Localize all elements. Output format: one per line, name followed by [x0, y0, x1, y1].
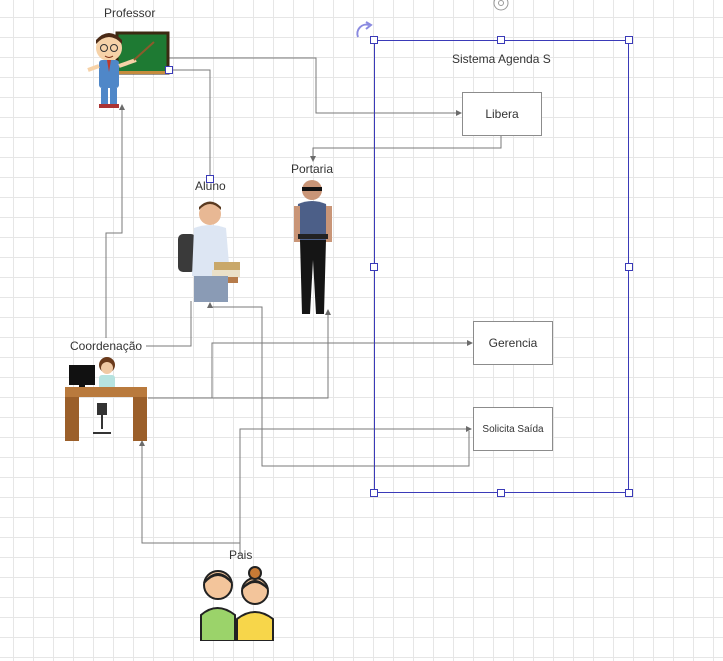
rotate-icon[interactable]: [353, 20, 373, 40]
usecase-gerencia-label: Gerencia: [488, 336, 538, 350]
connector-pais-solicita[interactable]: [239, 426, 472, 547]
connector-aluno-coordenacao[interactable]: [146, 301, 192, 347]
connector-coordenacao-gerencia[interactable]: [148, 340, 473, 399]
pais-actor-icon[interactable]: [197, 565, 277, 641]
actor-label-professor: Professor: [104, 6, 156, 20]
connector-coordenacao-portaria[interactable]: [148, 309, 331, 399]
resize-handle-ne[interactable]: [625, 36, 633, 44]
coordenacao-actor-icon[interactable]: [63, 355, 149, 445]
actor-label-aluno: Aluno: [195, 179, 226, 193]
settings-icon[interactable]: [492, 0, 510, 12]
actor-label-portaria: Portaria: [291, 162, 334, 176]
resize-handle-w[interactable]: [370, 263, 378, 271]
system-title: Sistema Agenda S: [452, 52, 551, 66]
resize-handle-sw[interactable]: [370, 489, 378, 497]
connector-handle-aluno[interactable]: [206, 175, 214, 183]
usecase-solicita-saida[interactable]: Solicita Saída: [473, 407, 553, 451]
connector-coordenacao-professor[interactable]: [105, 104, 125, 338]
actor-label-pais: Pais: [229, 548, 253, 562]
aluno-actor-icon[interactable]: [176, 200, 244, 304]
usecase-solicita-label: Solicita Saída: [482, 423, 544, 435]
resize-handle-n[interactable]: [497, 36, 505, 44]
connector-libera-portaria[interactable]: [310, 135, 502, 162]
resize-handle-nw[interactable]: [370, 36, 378, 44]
portaria-actor-icon[interactable]: [292, 178, 342, 318]
usecase-gerencia[interactable]: Gerencia: [473, 321, 553, 365]
connector-pais-coordenacao[interactable]: [139, 440, 241, 555]
resize-handle-e[interactable]: [625, 263, 633, 271]
resize-handle-se[interactable]: [625, 489, 633, 497]
connector-professor-libera[interactable]: [169, 57, 462, 116]
connector-solicita-aluno[interactable]: [207, 302, 470, 467]
actor-label-coordenacao: Coordenação: [70, 339, 143, 353]
resize-handle-s[interactable]: [497, 489, 505, 497]
connector-professor-aluno[interactable]: [169, 69, 211, 180]
connector-handle-professor[interactable]: [165, 66, 173, 74]
usecase-libera[interactable]: Libera: [462, 92, 542, 136]
usecase-libera-label: Libera: [485, 107, 519, 121]
professor-actor-icon[interactable]: [84, 30, 170, 110]
